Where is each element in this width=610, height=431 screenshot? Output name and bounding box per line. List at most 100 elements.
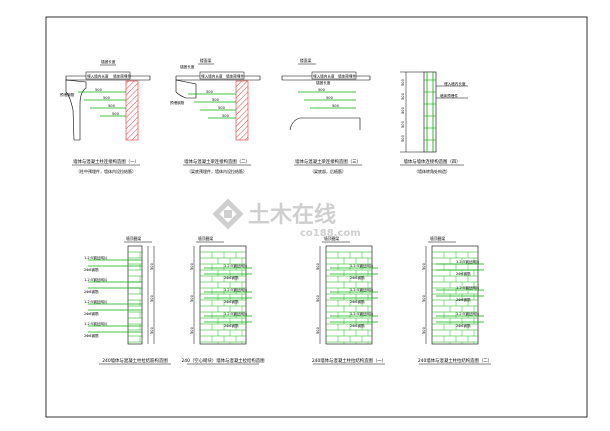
top-detail-4: 500 500 500 500 500 埋入墙内长度 墙体预埋件 墙体与墙体连接… [400,71,468,174]
brick-wall [127,245,143,345]
detail-title: 墙体与混凝土柱连接构造图（一） [73,158,139,165]
callout-label: 2Φ6钢筋 [224,275,239,280]
dimension-label: 500 [316,294,320,302]
dimension-label: 500 [112,112,120,116]
top-label: 墙顶圈梁 [430,236,445,241]
dimension-label: 500 [401,78,405,86]
dimension-label: 500 [150,294,154,302]
callout-label: 1.2:5钢丝网片 [84,255,108,260]
callout-label: 1.2:5钢丝网片 [84,321,108,326]
callout-label: 2Φ6钢筋 [350,323,365,328]
callout-label: 预埋钢筋 [60,92,75,97]
callout-label: 2Φ6钢筋 [84,333,99,338]
callout-label: 2Φ6钢筋 [350,275,365,280]
dimension-label: 500 [218,106,226,110]
detail-subtitle: （墙体转角处构造） [414,168,450,174]
callout-label: 1.2:5钢丝网片 [350,287,374,292]
top-label: 楼面梁 [300,58,312,63]
callout-label: 1.2:5钢丝网片 [456,285,480,290]
callout-label: 1.2:5钢丝网片 [224,263,248,268]
callout-label: 埋入墙内长度 [444,81,466,86]
dimension-label: 500 [108,104,116,108]
callout-label: 锚固长度 [180,64,195,69]
detail-title: 墙体与混凝土梁连接构造图（三） [295,158,361,165]
top-label: 墙顶圈梁 [126,236,141,241]
detail-subtitle: （梁底预埋件，墙体内设拉结筋） [187,168,247,174]
hatched-column [235,80,249,141]
callout-label: 埋入墙内长度 [87,74,109,79]
detail-subtitle: （柱中预埋件，墙体内设拉结筋） [76,168,136,174]
top-detail-3: 楼面梁 埋入墙内长度 墙体预埋件 锚固长度 500 500 500 墙体与混凝土… [281,58,371,174]
dimension-label: 500 [326,96,334,100]
watermark: 土木在线 co188.com [212,198,361,239]
callout-label: 埋入墙内长度 [313,74,335,79]
bottom-detail-2: 墙顶圈梁 1.2:5钢丝网片 2Φ6钢筋 1.2:5钢丝网片 2Φ6钢筋 1.2:5钢丝网… [181,236,265,365]
callout-label: 2Φ6钢筋 [350,299,365,304]
callout-label: 1.2:5钢丝网片 [84,277,108,282]
dimension-label: 500 [190,326,194,334]
callout-label: 1.2:5钢丝网片 [224,287,248,292]
callout-label: 墙体预埋件 [440,93,458,98]
wall-section [423,71,437,153]
dimension-label: 500 [332,104,340,108]
callout-label: 2Φ6钢筋 [224,323,239,328]
top-detail-1: 埋入墙内长度 墙体预埋件 锚固长度 500 500 500 500 预埋钢筋 墙… [60,59,151,174]
callout-label: 埋入墙内长度 [201,74,223,79]
bottom-detail-1: 墙顶圈梁 1.2:5钢丝网片 2Φ6钢筋 1.2:5钢丝网片 2Φ6钢筋 1.2:5钢丝网… [84,236,171,365]
bottom-details: 墙顶圈梁 1.2:5钢丝网片 2Φ6钢筋 1.2:5钢丝网片 2Φ6钢筋 1.2:5钢丝网… [84,236,492,365]
dimension-label: 500 [401,106,405,114]
top-label: 墙顶圈梁 [324,236,339,241]
top-label: 墙顶圈梁 [198,236,213,241]
callout-label: 墙体预埋件 [113,74,131,79]
callout-label: 2Φ6钢筋 [84,311,99,316]
detail-title: 240墙体与混凝土柱拉结构造图（一） [312,357,386,364]
detail-title: 墙体与混凝土梁连接构造图（二） [184,158,250,165]
dimension-label: 500 [103,96,111,100]
dimension-label: 500 [318,88,326,92]
bottom-detail-3: 墙顶圈梁 1.2:5钢丝网片 2Φ6钢筋 1.2:5钢丝网片 2Φ6钢筋 1.2:5钢丝网… [312,236,386,365]
callout-label: 墙体预埋件 [226,74,244,79]
dimension-label: 500 [222,114,230,118]
dimension-label: 500 [422,262,426,270]
hatched-column [125,80,139,141]
detail-title: 墙体与墙体连接构造图（四） [403,158,460,165]
dimension-label: 500 [212,98,220,102]
callout-box [85,71,131,80]
callout-label: 1.2:5钢丝网片 [350,311,374,316]
detail-title: 240墙体与混凝土柱拉结构造图（二） [418,357,492,364]
callout-label: 2Φ6钢筋 [84,267,99,272]
callout-label: 2Φ6钢筋 [84,289,99,294]
callout-label: 1.2:5钢丝网片 [350,263,374,268]
detail-subtitle: （梁底部，后植筋） [310,168,346,174]
dimension-label: 500 [401,92,405,100]
bottom-detail-4: 墙顶圈梁1.2:5钢丝网片2Φ6钢筋1.2:5钢丝网片2Φ6钢筋1.2:5钢丝网… [418,236,492,365]
dimension-label: 500 [422,294,426,302]
dimension-label: 500 [401,134,405,142]
dimension-label: 500 [401,120,405,128]
watermark-name: 土木在线 [248,202,336,228]
dimension-label: 500 [95,88,103,92]
callout-label: 预埋钢筋 [170,100,185,105]
top-detail-2: 楼面梁 埋入墙内长度 墙体预埋件 500 500 500 500 锚固长度 预埋… [170,58,261,174]
brick-wall [199,245,247,345]
top-label: 楼面梁 [200,58,212,63]
brick-wall [431,245,479,345]
dimension-label: 500 [190,294,194,302]
dimension-label: 500 [206,90,214,94]
dimension-label: 500 [316,262,320,270]
callout-label: 2Φ6钢筋 [456,297,471,302]
callout-label: 2Φ6钢筋 [456,323,471,328]
dimension-label: 500 [150,262,154,270]
brick-wall [325,245,373,345]
callout-label: 1.2:5钢丝网片 [84,299,108,304]
dimension-label: 500 [422,326,426,334]
dimension-label: 500 [190,262,194,270]
callout-label: 2Φ6钢筋 [456,271,471,276]
callout-label: 1.2:5钢丝网片 [224,311,248,316]
callout-label: 2Φ6钢筋 [224,299,239,304]
callout-label: 锚固长度 [101,59,116,64]
callout-box [311,71,357,80]
callout-label: 1.2:5钢丝网片 [456,311,480,316]
dimension-label: 500 [316,326,320,334]
